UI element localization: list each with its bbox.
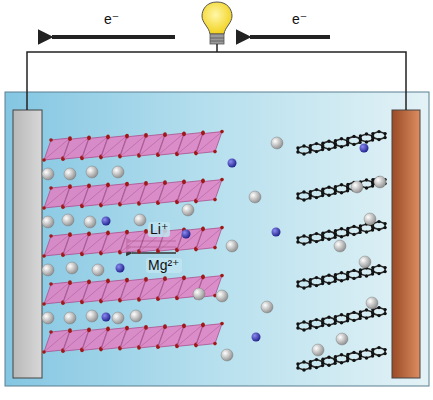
graphite-anode <box>296 130 387 372</box>
electrolyte <box>5 92 429 386</box>
external-wire <box>27 52 406 110</box>
anode-collector <box>392 110 420 378</box>
cathode-collector <box>13 110 42 378</box>
ion-label: Mg²⁺ <box>146 258 182 273</box>
electron-label: e⁻ <box>292 12 307 27</box>
layered-cathode <box>42 130 224 354</box>
ion-label: Li⁺ <box>148 222 170 237</box>
electron-label: e⁻ <box>104 12 119 27</box>
light-bulb <box>202 2 232 52</box>
electron-arrow <box>250 35 330 39</box>
ions <box>42 137 386 361</box>
electron-arrow <box>52 35 175 39</box>
